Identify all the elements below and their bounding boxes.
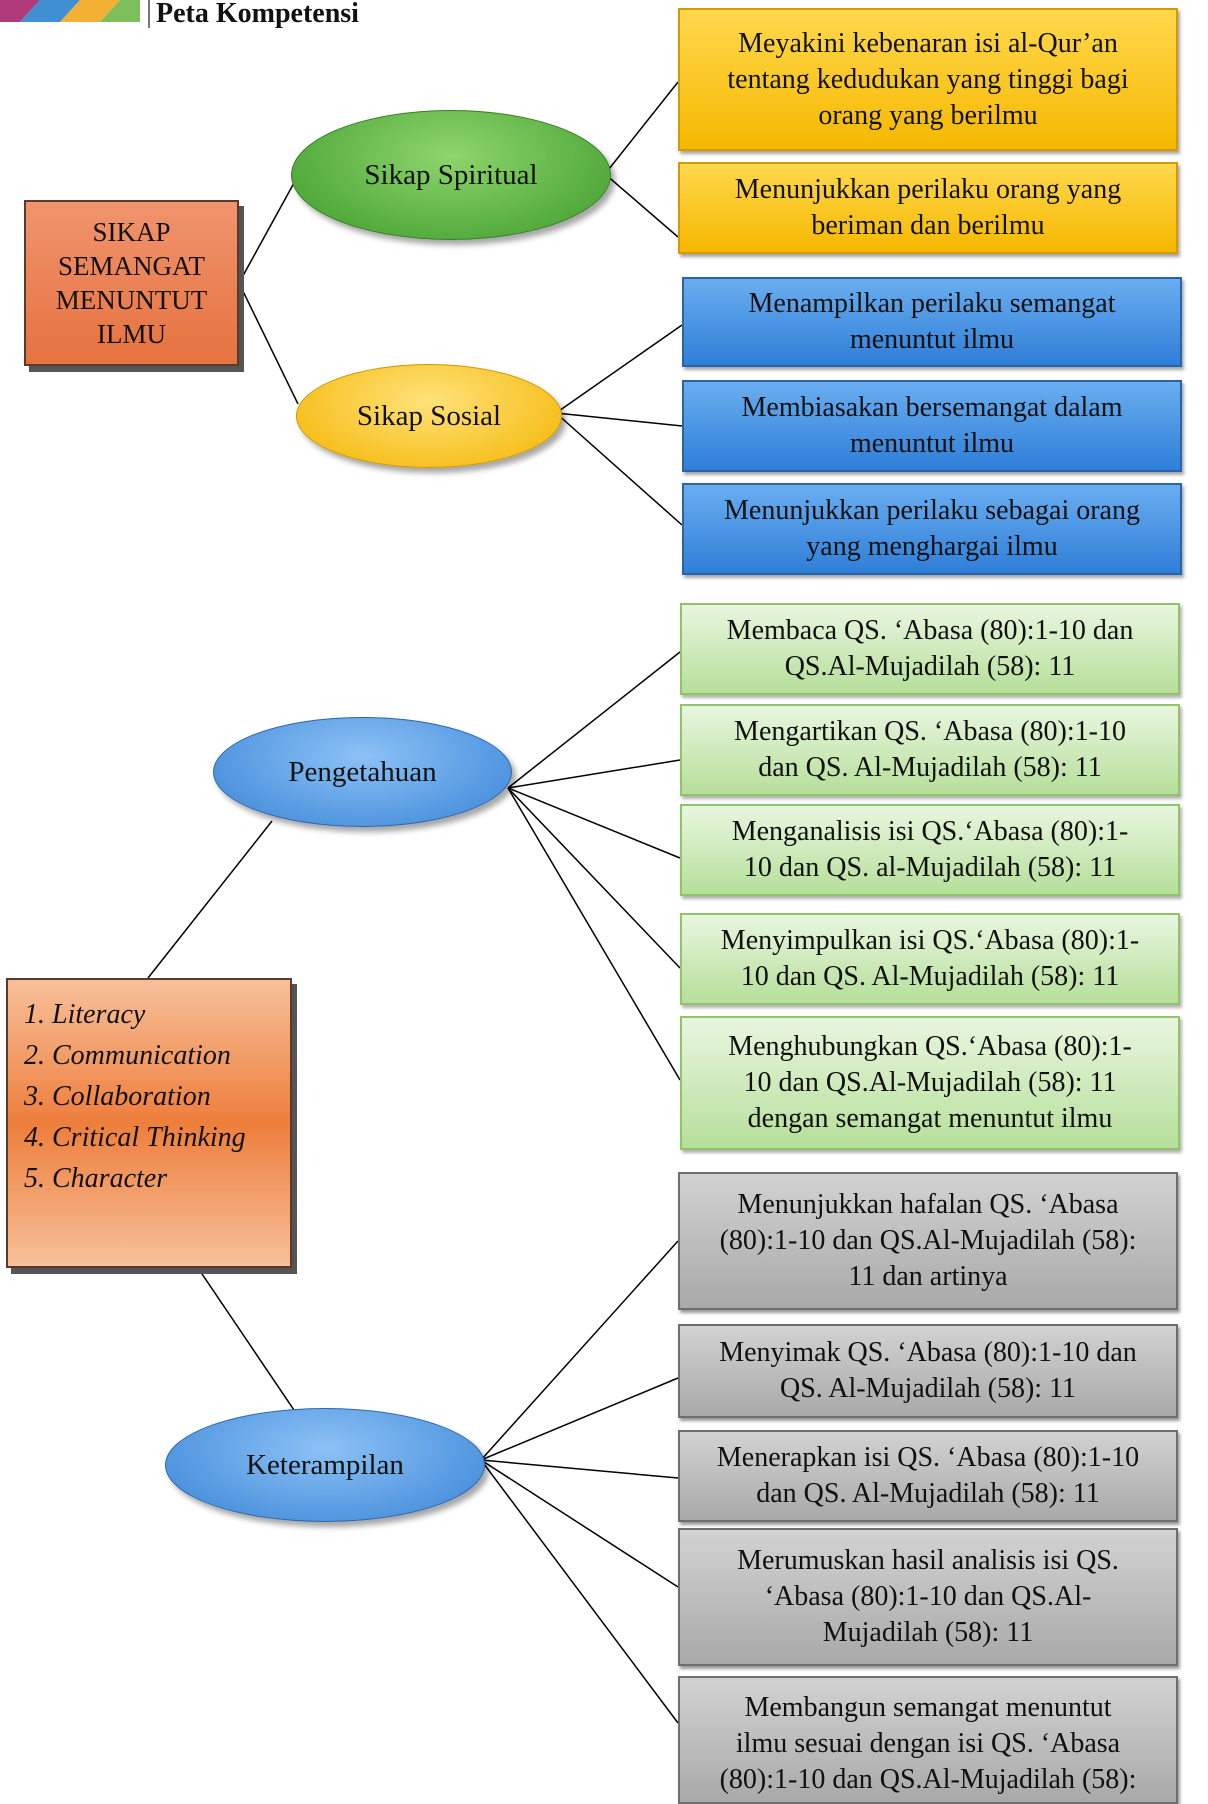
item-line: 10 dan QS. al-Mujadilah (58): 11 [743, 852, 1117, 883]
pengetahuan-item: Mengartikan QS. ‘Abasa (80):1-10 dan QS.… [680, 704, 1180, 796]
sosial-item: Menunjukkan perilaku sebagai orang yang … [682, 483, 1182, 575]
item-line: yang menghargai ilmu [806, 531, 1058, 562]
item-line: Membiasakan bersemangat dalam [741, 392, 1123, 423]
item-line: Meyakini kebenaran isi al-Qur’an [738, 27, 1118, 59]
item-line: Menunjukkan hafalan QS. ‘Abasa [737, 1189, 1119, 1220]
page-title: Peta Kompetensi [148, 0, 359, 28]
item-line: ‘Abasa (80):1-10 dan QS.Al- [764, 1581, 1092, 1612]
item-line: (80):1-10 dan QS.Al-Mujadilah (58): [719, 1764, 1137, 1795]
connector-root-sosial [238, 282, 299, 405]
item-line: 10 dan QS.Al-Mujadilah (58): 11 [743, 1067, 1117, 1098]
item-line: dan QS. Al-Mujadilah (58): 11 [756, 1478, 1100, 1509]
item-line: Menunjukkan perilaku sebagai orang [724, 495, 1140, 526]
connector-sosial-item-1 [555, 324, 683, 414]
keterampilan-item: Menunjukkan hafalan QS. ‘Abasa (80):1-10… [678, 1172, 1178, 1310]
pengetahuan-item: Membaca QS. ‘Abasa (80):1-10 dan QS.Al-M… [680, 603, 1180, 695]
item-line: ilmu sesuai dengan isi QS. ‘Abasa [735, 1728, 1121, 1759]
skill-item: Communication [52, 1035, 286, 1076]
keterampilan-item: Merumuskan hasil analisis isi QS. ‘Abasa… [678, 1528, 1178, 1666]
sosial-item: Membiasakan bersemangat dalam menuntut i… [682, 380, 1182, 472]
node-sikap-sosial: Sikap Sosial [296, 364, 562, 468]
keterampilan-item: Menerapkan isi QS. ‘Abasa (80):1-10 dan … [678, 1430, 1178, 1522]
item-line: dan QS. Al-Mujadilah (58): 11 [758, 752, 1102, 783]
connector-keterampilan-item-2 [480, 1377, 679, 1461]
node-label: Pengetahuan [288, 755, 437, 788]
connector-pengetahuan-item-3 [507, 787, 681, 859]
item-line: Membangun semangat menuntut [744, 1692, 1112, 1723]
keterampilan-item: Menyimak QS. ‘Abasa (80):1-10 dan QS. Al… [678, 1324, 1178, 1418]
keterampilan-item: Membangun semangat menuntut ilmu sesuai … [678, 1676, 1178, 1804]
item-line: Mengartikan QS. ‘Abasa (80):1-10 [734, 716, 1126, 747]
spiritual-item: Meyakini kebenaran isi al-Qur’an tentang… [678, 8, 1178, 151]
connector-skills-keterampilan [197, 1267, 297, 1414]
item-line: tentang kedudukan yang tinggi bagi [727, 63, 1129, 95]
root-line: ILMU [97, 319, 166, 349]
pengetahuan-item: Menghubungkan QS.‘Abasa (80):1- 10 dan Q… [680, 1016, 1180, 1150]
item-line: Menyimpulkan isi QS.‘Abasa (80):1- [720, 925, 1140, 956]
connector-pengetahuan-item-1 [507, 651, 681, 789]
connector-sosial-item-2 [555, 412, 683, 427]
connector-pengetahuan-item-2 [507, 759, 681, 789]
item-line: Membaca QS. ‘Abasa (80):1-10 dan [726, 615, 1134, 646]
skill-item: Critical Thinking [52, 1117, 286, 1158]
skill-item: Literacy [52, 994, 286, 1035]
connector-root-spiritual [238, 171, 301, 284]
root-node: SIKAP SEMANGAT MENUNTUT ILMU [24, 200, 239, 366]
node-label: Sikap Sosial [356, 399, 502, 432]
connector-sosial-item-3 [555, 412, 683, 526]
connector-keterampilan-item-3 [480, 1459, 679, 1479]
item-line: orang yang berilmu [818, 99, 1038, 131]
item-line: Menerapkan isi QS. ‘Abasa (80):1-10 [716, 1442, 1140, 1473]
logo-icon [0, 0, 140, 22]
skill-item: Collaboration [52, 1076, 286, 1117]
item-line: QS.Al-Mujadilah (58): 11 [784, 651, 1076, 682]
root-line: MENUNTUT [55, 285, 208, 315]
connector-keterampilan-item-4 [480, 1459, 679, 1588]
connector-pengetahuan-item-4 [507, 787, 681, 969]
item-line: Menunjukkan perilaku orang yang [734, 174, 1122, 205]
root-line: SIKAP [92, 217, 171, 247]
connector-spiritual-item-2 [604, 173, 679, 238]
skills-box: Literacy Communication Collaboration Cri… [6, 978, 292, 1268]
node-keterampilan: Keterampilan [165, 1408, 485, 1522]
item-line: Mujadilah (58): 11 [822, 1617, 1034, 1648]
item-line: dengan semangat menuntut ilmu [747, 1103, 1113, 1134]
node-label: Keterampilan [246, 1448, 404, 1481]
item-line: menuntut ilmu [849, 428, 1015, 459]
item-line: beriman dan berilmu [811, 210, 1045, 241]
item-line: QS. Al-Mujadilah (58): 11 [779, 1373, 1077, 1404]
pengetahuan-item: Menyimpulkan isi QS.‘Abasa (80):1- 10 da… [680, 913, 1180, 1005]
connector-skills-pengetahuan [147, 820, 273, 979]
node-label: Sikap Spiritual [364, 158, 538, 191]
connector-keterampilan-item-5 [480, 1459, 679, 1724]
root-line: SEMANGAT [57, 251, 205, 281]
item-line: Menyimak QS. ‘Abasa (80):1-10 dan [719, 1337, 1137, 1368]
sosial-item: Menampilkan perilaku semangat menuntut i… [682, 277, 1182, 367]
node-pengetahuan: Pengetahuan [213, 717, 512, 827]
connector-spiritual-item-1 [604, 81, 679, 175]
spiritual-item: Menunjukkan perilaku orang yang beriman … [678, 162, 1178, 254]
skill-item: Character [52, 1158, 286, 1199]
connector-pengetahuan-item-5 [507, 787, 681, 1081]
item-line: Menganalisis isi QS.‘Abasa (80):1- [731, 816, 1129, 847]
pengetahuan-item: Menganalisis isi QS.‘Abasa (80):1- 10 da… [680, 804, 1180, 896]
connector-keterampilan-item-1 [480, 1240, 679, 1461]
item-line: Menghubungkan QS.‘Abasa (80):1- [728, 1031, 1132, 1062]
item-line: 11 dan artinya [848, 1261, 1008, 1292]
item-line: Merumuskan hasil analisis isi QS. [737, 1545, 1119, 1576]
skills-list: Literacy Communication Collaboration Cri… [12, 994, 286, 1199]
node-sikap-spiritual: Sikap Spiritual [291, 110, 611, 240]
item-line: menuntut ilmu [849, 324, 1015, 355]
item-line: 10 dan QS. Al-Mujadilah (58): 11 [740, 961, 1120, 992]
item-line: (80):1-10 dan QS.Al-Mujadilah (58): [719, 1225, 1137, 1256]
item-line: Menampilkan perilaku semangat [748, 288, 1116, 319]
